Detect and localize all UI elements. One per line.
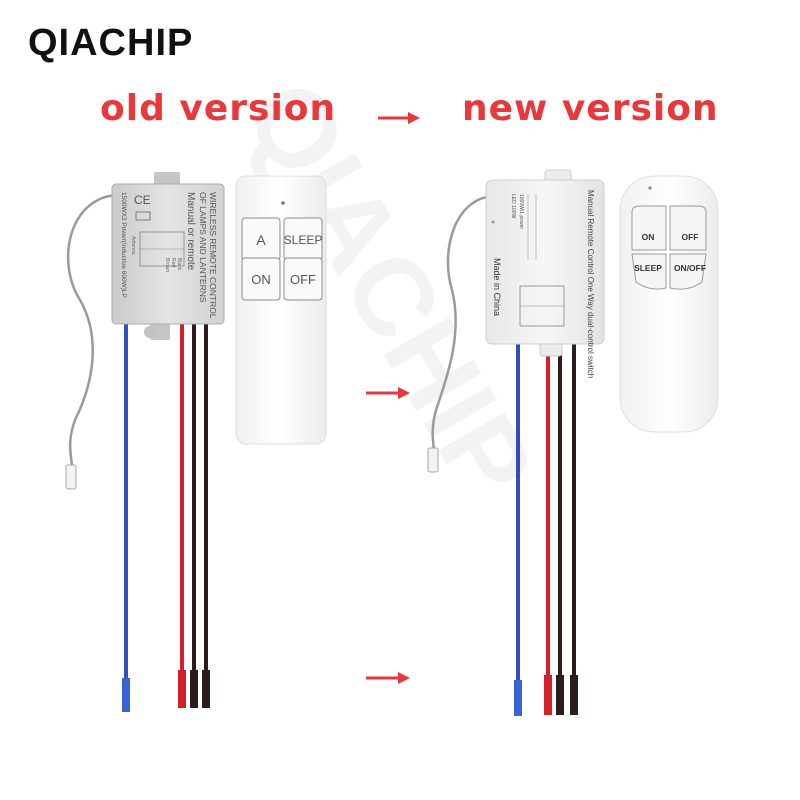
old-antenna-wire — [66, 193, 121, 466]
new-wires — [514, 340, 578, 716]
new-button-onoff: ON/OFF — [674, 263, 706, 273]
old-receiver-text-2: OF LAMPS AND LANTERNS — [198, 192, 208, 303]
old-button-sleep: SLEEP — [284, 233, 323, 247]
new-receiver-text-2: Made in China — [492, 258, 502, 316]
old-version-label: old version — [100, 88, 337, 129]
new-button-on: ON — [642, 232, 655, 242]
ce-mark: CE — [134, 193, 151, 207]
new-receiver-text-3: LED 100W — [510, 194, 516, 218]
new-receiver-box: Manual Remote Control One Way dual-contr… — [485, 169, 605, 378]
antenna-label: Antenna — [130, 236, 136, 255]
new-receiver-text-1: Manual Remote Control One Way dual-contr… — [586, 190, 595, 378]
old-receiver-text-3: Manual or remote — [185, 192, 196, 271]
red-label: Red — [170, 258, 176, 267]
new-remote: ON OFF SLEEP ON/OFF — [619, 175, 719, 433]
arrow-bottom — [366, 672, 410, 684]
brown-label: Brown — [164, 258, 170, 272]
brand-logo: QIACHIP — [28, 22, 194, 64]
new-receiver-text-4: 1000W/1 power — [518, 194, 524, 229]
new-antenna-wire — [431, 194, 497, 451]
new-button-off: OFF — [682, 232, 699, 242]
old-receiver-text-4: 1500WX3 Power(Inductive 600W)LP — [120, 192, 127, 298]
new-version-label: new version — [462, 88, 719, 129]
new-antenna-tip — [427, 447, 439, 473]
arrow-middle — [366, 387, 410, 399]
old-button-on: ON — [251, 272, 271, 287]
new-button-sleep: SLEEP — [634, 263, 662, 273]
old-button-a: A — [256, 232, 266, 248]
black-label: Black — [176, 258, 182, 271]
old-remote: A SLEEP ON OFF — [235, 175, 327, 445]
arrow-top — [378, 112, 420, 124]
old-button-off: OFF — [290, 272, 316, 287]
old-antenna-tip — [65, 464, 77, 490]
old-receiver-box: WIRELESS REMOTE CONTROL OF LAMPS AND LAN… — [111, 172, 225, 340]
old-receiver-text-1: WIRELESS REMOTE CONTROL — [208, 192, 218, 319]
old-wires — [122, 320, 210, 712]
